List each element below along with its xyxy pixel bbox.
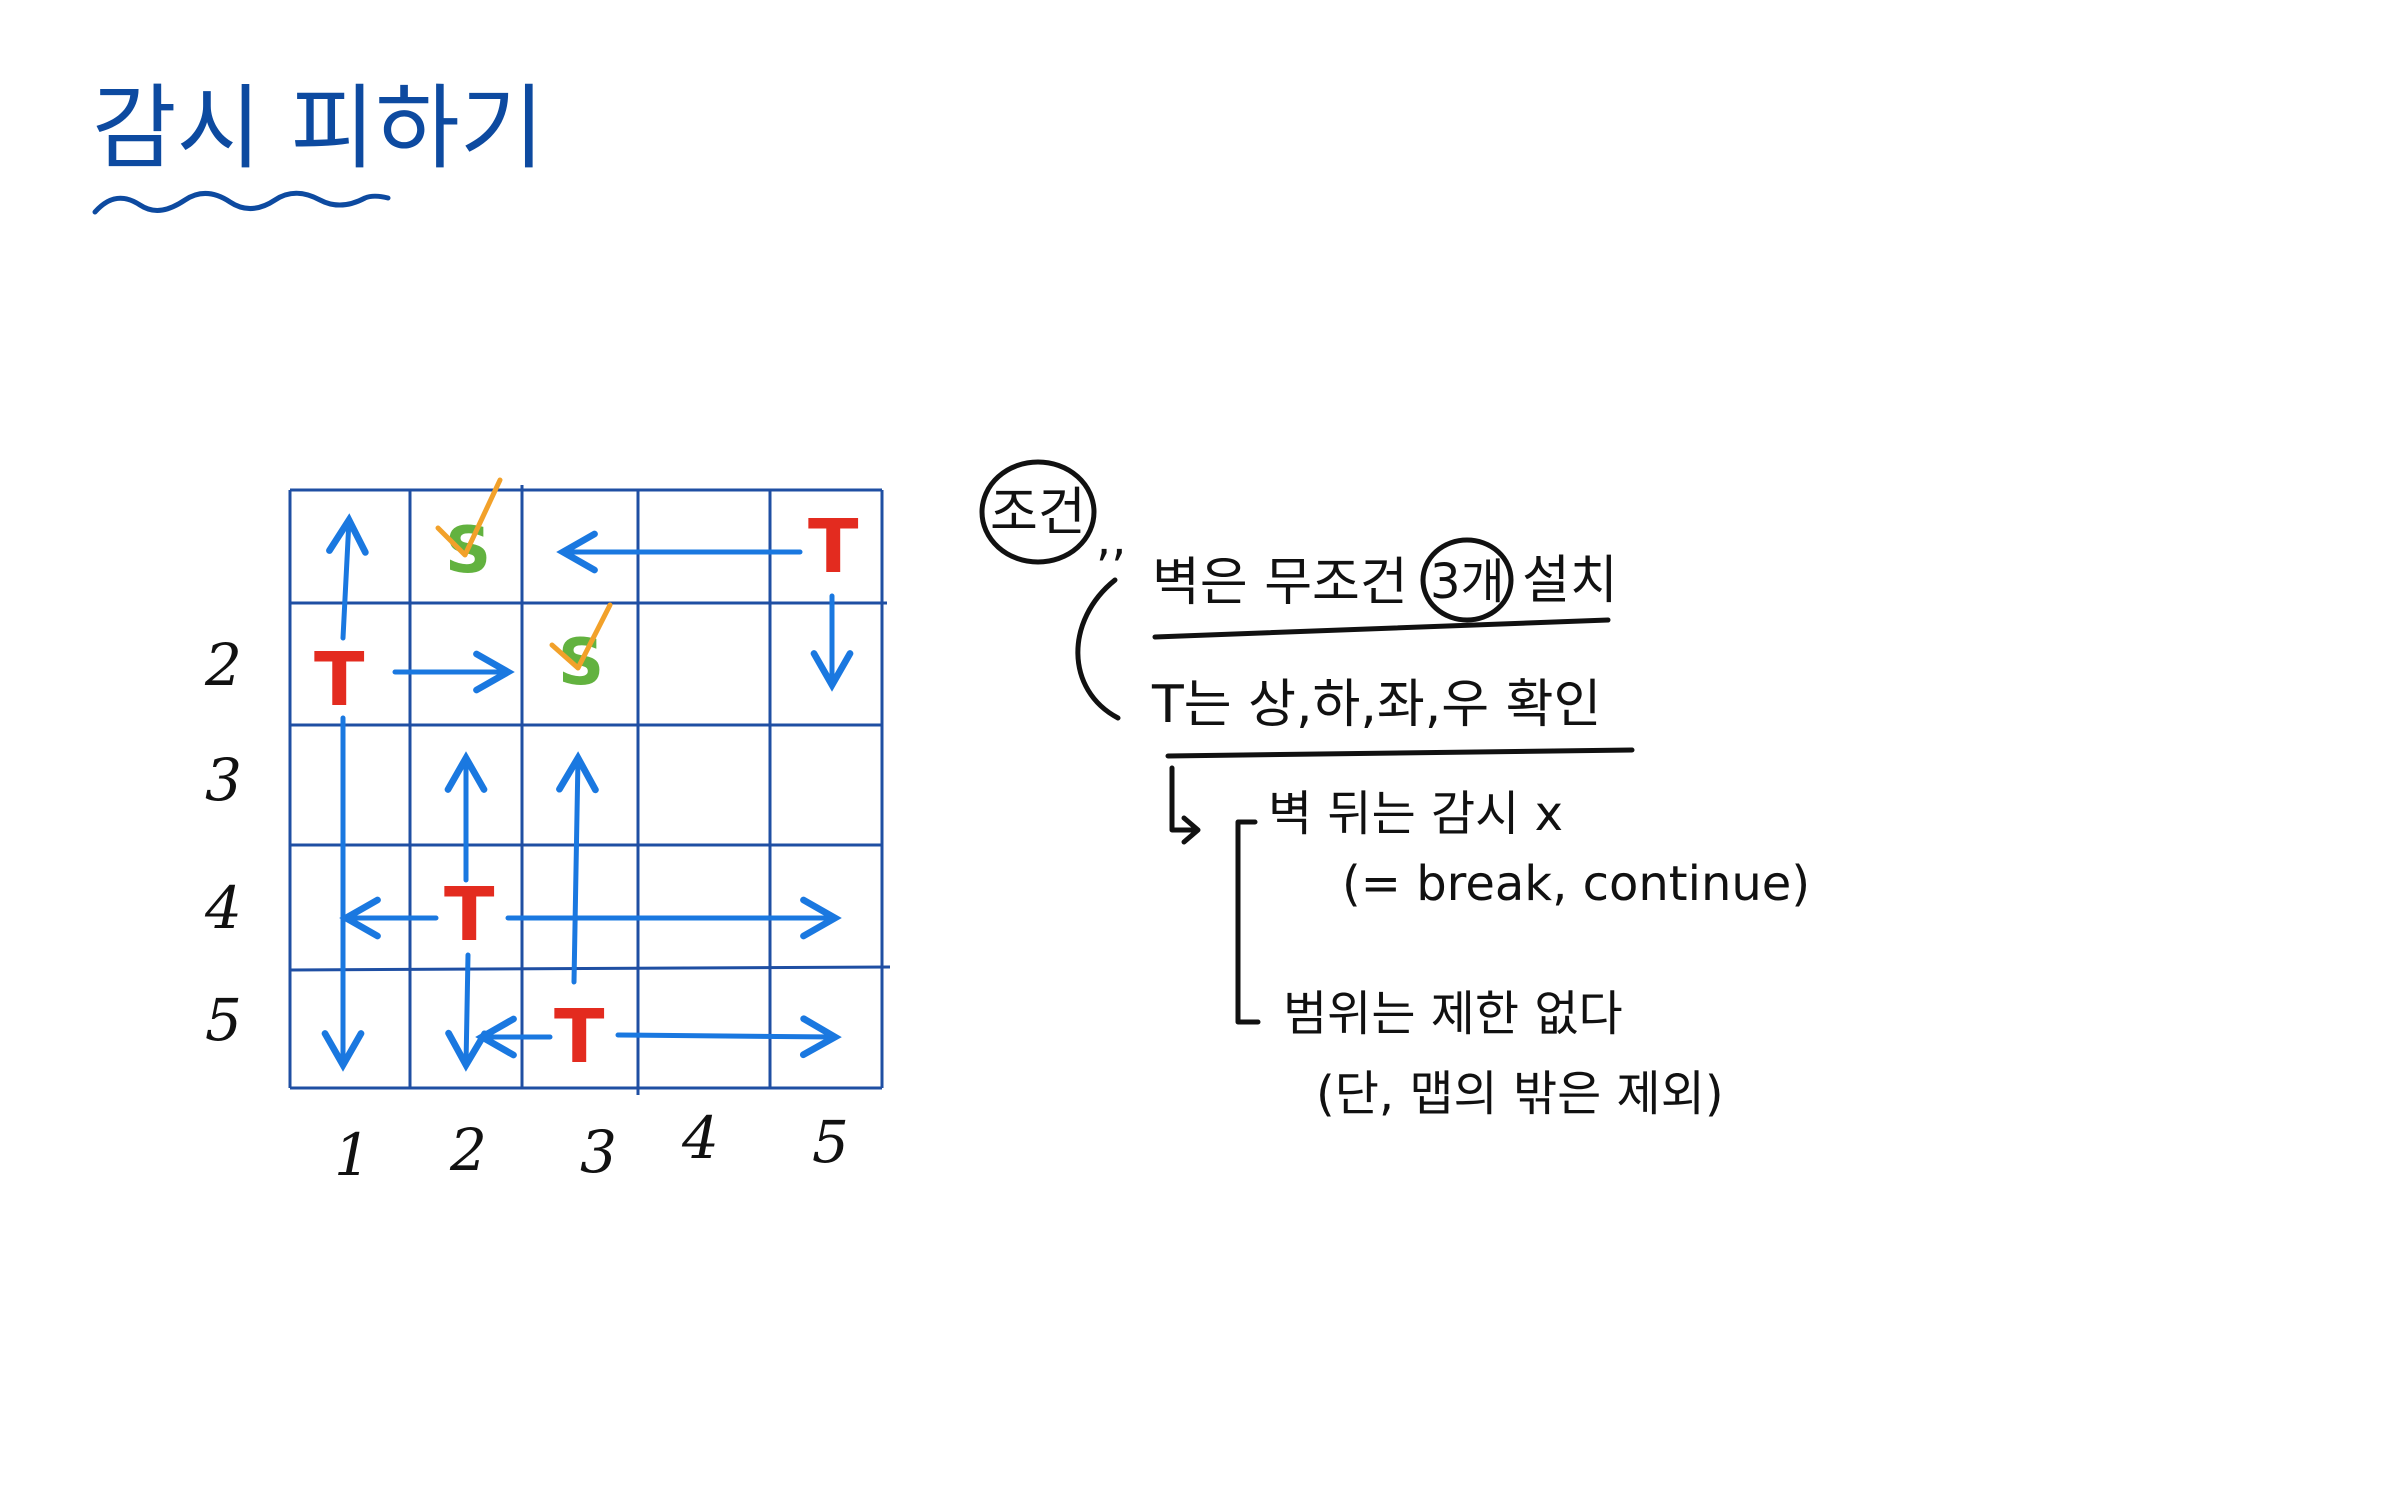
bracket-icon bbox=[1075, 577, 1121, 721]
sub1-detail: (= break, continue) bbox=[1342, 856, 1810, 912]
arrow-up-t4 bbox=[556, 751, 599, 985]
corner-arrow-icon bbox=[1169, 765, 1201, 845]
teacher-r4c2: T bbox=[444, 872, 495, 958]
colon-mark: ,, bbox=[1096, 511, 1127, 567]
rule2-text: T는 상,하,좌,우 확인 bbox=[1151, 675, 1601, 735]
sub1-text: 벽 뒤는 감시 x bbox=[1268, 786, 1563, 842]
col-label-1: 1 bbox=[334, 1121, 371, 1189]
teacher-r5c3: T bbox=[554, 994, 605, 1080]
condition-circle bbox=[979, 459, 1097, 565]
rule1-count: 3개 bbox=[1430, 554, 1505, 610]
rule2-underline bbox=[1165, 747, 1635, 759]
row-label-2: 2 bbox=[204, 631, 242, 699]
teachers: T T T T bbox=[314, 504, 859, 1080]
page-title: 감시 피하기 bbox=[92, 75, 544, 182]
grid-board bbox=[288, 485, 891, 1095]
rule1-suffix: 설치 bbox=[1522, 551, 1618, 611]
row-label-5: 5 bbox=[205, 986, 242, 1054]
row-label-3: 3 bbox=[205, 746, 242, 814]
arrow-up-t1 bbox=[326, 513, 369, 641]
sub2-text: 범위는 제한 없다 bbox=[1283, 986, 1623, 1042]
col-label-2: 2 bbox=[449, 1116, 487, 1184]
col-label-3: 3 bbox=[580, 1118, 617, 1186]
notes: 조건 ,, 벽은 무조건 3개 설치 T는 상,하,좌,우 확인 벽 뒤는 감시… bbox=[979, 459, 1810, 1122]
condition-label: 조건 bbox=[990, 483, 1086, 543]
title-wavy-underline bbox=[92, 190, 391, 215]
teacher-r2c1: T bbox=[314, 637, 365, 723]
arrow-down-t3 bbox=[445, 952, 488, 1072]
column-labels: 1 2 3 4 5 bbox=[334, 1104, 849, 1189]
count-circle bbox=[1420, 537, 1514, 623]
check-mark-icon bbox=[549, 602, 613, 671]
students: S S bbox=[435, 477, 613, 700]
teacher-r1c5: T bbox=[808, 504, 859, 590]
title-group: 감시 피하기 bbox=[92, 75, 544, 215]
rule1-underline bbox=[1152, 617, 1611, 640]
grid-line-h4 bbox=[289, 965, 891, 972]
arrow-right-t4 bbox=[615, 1015, 842, 1059]
sub2-detail: (단, 맵의 밖은 제외) bbox=[1316, 1066, 1724, 1122]
rule1-prefix: 벽은 무조건 bbox=[1152, 553, 1408, 613]
sight-arrows bbox=[321, 513, 854, 1072]
col-label-5: 5 bbox=[812, 1108, 849, 1176]
sub-bracket-icon bbox=[1235, 819, 1261, 1025]
row-labels: 2 3 4 5 bbox=[204, 631, 242, 1054]
check-mark-icon bbox=[435, 477, 503, 558]
col-label-4: 4 bbox=[681, 1104, 719, 1172]
row-label-4: 4 bbox=[204, 874, 242, 942]
